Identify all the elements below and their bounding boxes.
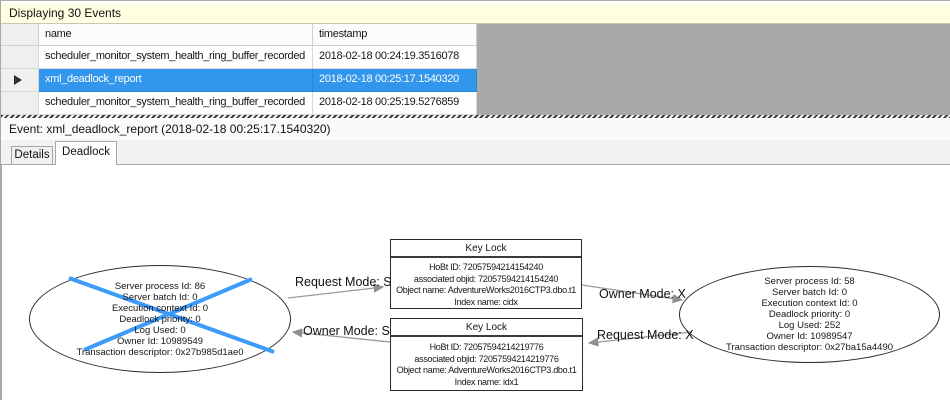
event-title: Event: xml_deadlock_report (2018-02-18 0…: [9, 122, 331, 136]
row-selector-cell[interactable]: [1, 46, 39, 69]
resource-detail-line: associated objid: 72057594214219776: [414, 353, 559, 364]
row-selector-cell[interactable]: [1, 69, 39, 92]
process-detail-line: Owner Id: 10989547: [766, 331, 853, 342]
row-selector-header: [1, 24, 39, 46]
resource-detail-line: Object name: AdventureWorks2016CTP3.dbo.…: [396, 285, 576, 295]
process-left-details: Server process Id: 86 Server batch Id: 0…: [39, 269, 281, 369]
process-detail-line: Server batch Id: 0: [772, 287, 847, 298]
deadlock-graph-pane: Key Lock Key Lock Ser: [1, 165, 950, 400]
edge-label-request-mode-s: Request Mode: S: [295, 275, 392, 289]
process-detail-line: Log Used: 0: [134, 324, 186, 336]
displaying-events-label: Displaying 30 Events: [9, 6, 122, 20]
resource-bottom-details: HoBt ID: 72057594214219776 associated ob…: [391, 340, 582, 388]
resource-detail-line: associated objid: 72057594214154240: [413, 273, 559, 284]
event-title-bar: Event: xml_deadlock_report (2018-02-18 0…: [1, 118, 950, 140]
events-grid: name timestamp scheduler_monitor_system_…: [1, 24, 950, 115]
column-header-name[interactable]: name: [39, 24, 313, 46]
edge-label-request-mode-x: Request Mode: X: [597, 328, 694, 342]
table-row-selected[interactable]: xml_deadlock_report 2018-02-18 00:25:17.…: [1, 69, 477, 92]
resource-node-top[interactable]: Key Lock: [390, 239, 582, 309]
grid-header-row: name timestamp: [1, 24, 477, 46]
current-row-arrow-icon: [14, 75, 22, 85]
process-detail-line: Transaction descriptor: 0x27ba15a4490: [725, 342, 894, 353]
process-right-details: Server process Id: 58 Server batch Id: 0…: [689, 268, 930, 361]
table-row[interactable]: scheduler_monitor_system_health_ring_buf…: [1, 92, 477, 115]
resource-detail-line: Index name: cidx: [454, 296, 518, 307]
process-detail-line: Deadlock priority: 0: [768, 309, 851, 320]
process-node-right[interactable]: [679, 266, 940, 363]
name-cell[interactable]: xml_deadlock_report: [39, 69, 313, 92]
grid-detail-splitter[interactable]: [1, 115, 950, 118]
process-detail-line: Server process Id: 86: [114, 280, 206, 292]
tab-deadlock[interactable]: Deadlock: [55, 141, 117, 165]
process-detail-line: Server process Id: 58: [764, 276, 855, 287]
edge-label-owner-mode-x: Owner Mode: X: [599, 287, 686, 301]
tab-details[interactable]: Details: [11, 146, 53, 164]
resource-detail-line: HoBt ID: 72057594214219776: [429, 342, 544, 352]
process-detail-line: Owner Id: 10989549: [116, 335, 204, 347]
row-selector-cell[interactable]: [1, 92, 39, 115]
displaying-events-bar: Displaying 30 Events: [1, 4, 950, 24]
resource-detail-line: Index name: idx1: [454, 376, 519, 387]
process-detail-line: Execution context Id: 0: [761, 298, 858, 309]
resource-top-details: HoBt ID: 72057594214154240 associated ob…: [391, 260, 581, 308]
timestamp-cell[interactable]: 2018-02-18 00:25:19.5276859: [313, 92, 477, 115]
resource-title: Key Lock: [391, 319, 582, 337]
process-detail-line: Deadlock priority: 0: [119, 313, 201, 325]
edge-label-owner-mode-s: Owner Mode: S: [303, 324, 390, 338]
process-detail-line: Server batch Id: 0: [122, 291, 198, 303]
resource-detail-line: HoBt ID: 72057594214154240: [429, 262, 543, 272]
resource-detail-line: Object name: AdventureWorks2016CTP3.dbo.…: [396, 365, 577, 375]
detail-tab-strip: Details Deadlock: [1, 140, 950, 165]
process-detail-line: Execution context Id: 0: [111, 302, 209, 314]
timestamp-cell[interactable]: 2018-02-18 00:24:19.3516078: [313, 46, 477, 69]
process-detail-line: Transaction descriptor: 0x27b985d1ae0: [76, 346, 244, 358]
column-header-timestamp[interactable]: timestamp: [313, 24, 477, 46]
table-row[interactable]: scheduler_monitor_system_health_ring_buf…: [1, 46, 477, 69]
resource-title: Key Lock: [391, 240, 581, 258]
name-cell[interactable]: scheduler_monitor_system_health_ring_buf…: [39, 92, 313, 115]
timestamp-cell[interactable]: 2018-02-18 00:25:17.1540320: [313, 69, 477, 92]
name-cell[interactable]: scheduler_monitor_system_health_ring_buf…: [39, 46, 313, 69]
top-strip: [1, 0, 950, 4]
resource-node-bottom[interactable]: Key Lock: [390, 318, 583, 391]
process-detail-line: Log Used: 252: [778, 320, 841, 331]
